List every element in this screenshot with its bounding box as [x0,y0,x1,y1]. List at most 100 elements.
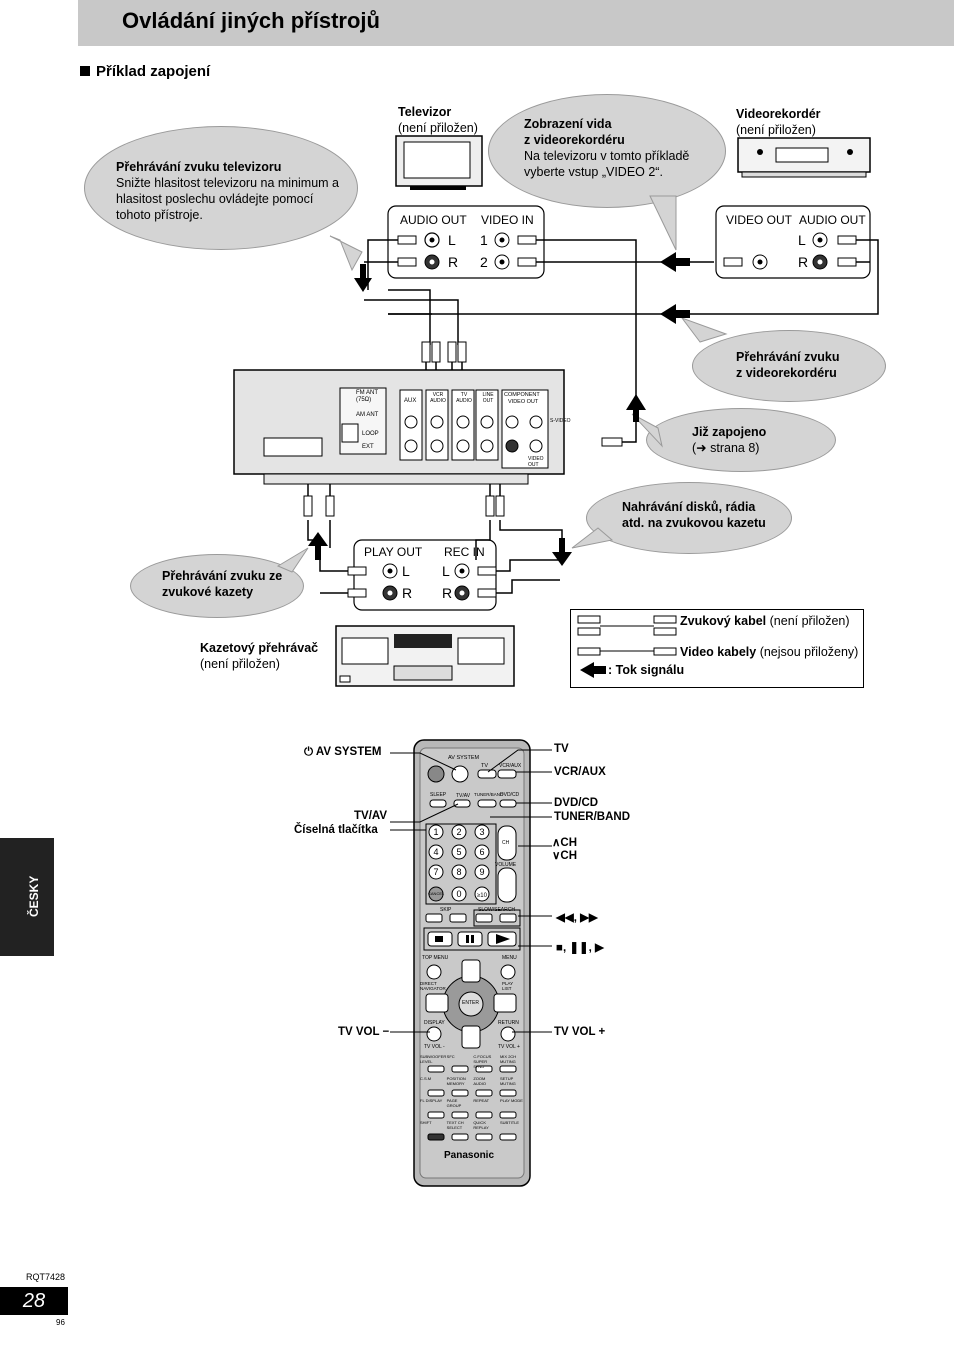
remote-btn-label: FL DISPLAY [420,1098,443,1103]
square-bullet-icon [80,66,90,76]
vcr-note: (není přiložen) [736,123,816,137]
remote-direct-nav-text: DIRECT NAVIGATOR [420,981,446,991]
svg-text:3: 3 [479,827,484,837]
section-title: Příklad zapojení [80,63,210,80]
remote-btn-label: TEXT CH SELECT [446,1120,464,1130]
remote-tvvol-plus-text: TV VOL + [498,1044,520,1050]
language-tab-text: ČESKY [27,875,41,917]
label-tv: TV [554,743,569,755]
bubble-vcr-video [488,94,726,208]
remote-dvdcd-text: DVD/CD [500,792,520,798]
header-bar [78,0,954,46]
bubble-connected [646,408,836,472]
unit-ext: EXT [362,444,374,450]
svg-text:7: 7 [433,867,438,877]
remote-volume-text: VOLUME [495,862,517,868]
bubble-vcr-video-title2: z videorekordéru [524,133,625,147]
unit-video-out: VIDEO OUT [528,456,544,468]
remote-row-3: FL DISPLAY PAGE GROUP REPEAT PLAY MODE [420,1098,524,1120]
remote-btn-label: MIX 2CH MUTING [499,1054,517,1064]
remote-btn-label: SUBTITLE [499,1120,520,1125]
remote-slow-text: SLOW/SEARCH [478,907,515,913]
model-number: RQT7428 [26,1272,66,1282]
bubble-recording-text: Nahrávání disků, rádia atd. na zvukovou k… [622,499,766,531]
remote-play-list-text: PLAY LIST [502,981,514,991]
cassette-r-in-label: R [442,585,453,601]
remote-tvvol-minus-text: TV VOL - [424,1044,445,1050]
svg-text:9: 9 [479,867,484,877]
label-skip: ◀◀, ▶▶ [556,912,598,924]
cassette-note: (není přiložen) [200,657,280,671]
remote-btn-label: SHIFT [420,1120,432,1125]
bubble-connected-text: Již zapojeno(➜ strana 8) [692,424,766,456]
svg-text:4: 4 [433,847,438,857]
remote-enter-text: ENTER [462,1000,479,1006]
tv-in1-label: 1 [480,232,488,248]
remote-skip-text: SKIP [440,907,452,913]
remote-vcr-aux-text: VCR/AUX [499,763,522,769]
tv-l-label: L [448,232,456,248]
remote-btn-label: PAGE GROUP [446,1098,462,1108]
bubble-recording-line2: atd. na zvukovou kazetu [622,516,766,530]
remote-return-text: RETURN [498,1020,519,1026]
page-title: Ovládání jiných přístrojů [122,8,380,33]
remote-brand-logo: Panasonic [444,1150,495,1161]
bubble-tv-audio-title: Přehrávání zvuku televizoru [116,160,282,174]
label-vcr-aux: VCR/AUX [554,766,606,778]
legend-video-cable-note: (nejsou přiloženy) [759,645,859,659]
cassette-r-out-label: R [402,585,413,601]
label-tuner-band: TUNER/BAND [554,811,631,823]
vcr-caption: Videorekordér (není přiložen) [736,106,821,138]
remote-btn-label: PLAY MODE [499,1098,523,1103]
remote-cancel-text: CANCEL [428,891,445,896]
label-ch-down: ∨CH [552,850,578,862]
bubble-recording-line1: Nahrávání disků, rádia [622,500,756,514]
unit-fm-ohm: (75Ω) [356,397,372,403]
legend-video-cable: Video kabely (nejsou přiloženy) [680,644,858,660]
unit-vcr-audio: VCR AUDIO [430,392,446,404]
label-play-controls: ■, ❚❚, ▶ [556,942,604,954]
label-tv-av: TV/AV [354,810,388,822]
svg-text:0: 0 [456,889,461,899]
svg-text:8: 8 [456,867,461,877]
remote-row-4: SHIFT TEXT CH SELECT QUICK REPLAY SUBTIT… [420,1120,524,1142]
remote-ch-text: CH [502,840,510,846]
label-ch-up: ∧CH [552,837,578,849]
bubble-vcr-video-body: Na televizoru v tomto příkladě vyberte v… [524,149,690,179]
label-dvd-cd: DVD/CD [554,797,599,809]
remote-btn-label: SETUP MUTING [499,1076,516,1086]
legend-box [570,609,864,688]
vcr-title: Videorekordér [736,107,821,121]
label-av-system: ⏻ AV SYSTEM [304,746,382,759]
unit-fm-ant: FM ANT [356,390,378,396]
unit-loop: LOOP [362,431,379,437]
tv-in2-label: 2 [480,254,488,270]
tv-note: (není přiložen) [398,121,478,135]
cassette-l-in-label: L [442,563,450,579]
section-title-text: Příklad zapojení [96,63,211,80]
unit-s-video: S-VIDEO [550,418,571,424]
unit-am-ant: AM ANT [356,412,379,418]
legend-audio-cable-bold: Zvukový kabel [680,614,767,628]
label-tv-vol-minus: TV VOL − [338,1026,390,1038]
tv-audio-out-label: AUDIO OUT [400,213,467,227]
power-icon: ⏻ [304,746,314,758]
tv-video-in-label: VIDEO IN [481,213,534,227]
remote-btn-label: QUICK REPLAY [473,1120,489,1130]
bubble-connected-line2: (➜ strana 8) [692,441,760,455]
remote-btn-label: ZOOM AUDIO [473,1076,486,1086]
remote-button-rows: SUBWOOFER LEVEL SFC C.FOCUS SUPER SFND M… [420,1054,524,1142]
remote-btn-label: SFC [446,1054,455,1059]
tv-r-label: R [448,254,459,270]
bubble-vcr-audio-line2: z videorekordéru [736,366,837,380]
unit-line-out: LINE OUT [482,392,494,404]
remote-row-2: C.S.M POSITION MEMORY ZOOM AUDIO SETUP M… [420,1076,524,1098]
bubble-recording [586,482,792,554]
